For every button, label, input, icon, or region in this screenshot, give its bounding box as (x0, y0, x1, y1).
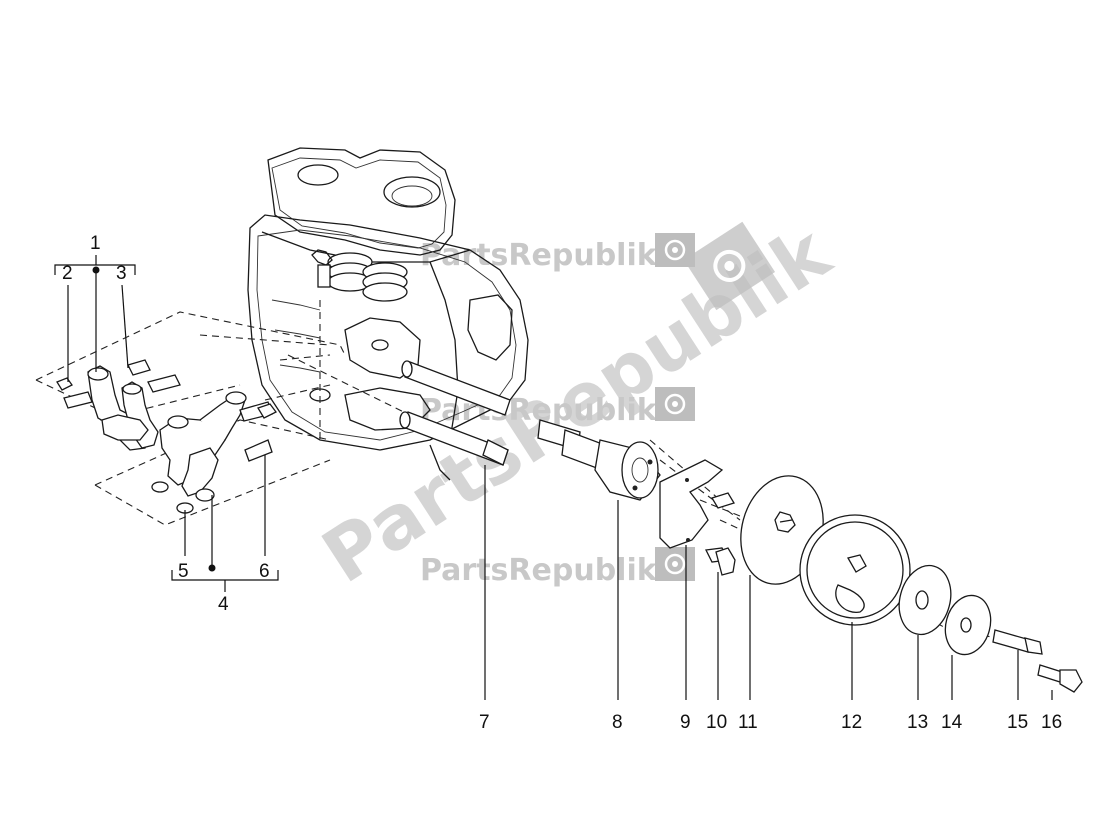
rocker-shafts (399, 360, 511, 466)
watermark-text-top: PartsRepublik (420, 238, 658, 273)
camshaft (537, 419, 661, 501)
callout-2: 2 (62, 263, 73, 284)
bolt-short (1037, 664, 1083, 693)
callout-6: 6 (259, 561, 270, 582)
watermark-gear-icon (655, 387, 695, 421)
washer (898, 564, 952, 636)
callout-4: 4 (218, 594, 229, 615)
callout-8: 8 (612, 712, 623, 733)
valve-spring (311, 249, 408, 302)
sprocket (799, 514, 911, 626)
washer (944, 594, 992, 656)
watermark-text-bottom: PartsRepublik (420, 553, 658, 588)
callout-1: 1 (90, 233, 101, 254)
watermark-text-middle: PartsRepublik (420, 393, 658, 428)
cylinder-head (247, 147, 529, 481)
leader-lines (54, 255, 1053, 700)
callout-13: 13 (907, 712, 928, 733)
callout-12: 12 (841, 712, 862, 733)
retaining-plate (659, 459, 735, 549)
callout-14: 14 (941, 712, 963, 733)
watermark-gear-icon (683, 221, 776, 311)
callout-16: 16 (1041, 712, 1062, 733)
callout-15: 15 (1007, 712, 1028, 733)
bolt (705, 547, 736, 576)
rocker-arm-assembly-lower (151, 391, 277, 514)
bolt-long (992, 629, 1043, 655)
watermark-gear-icon (655, 547, 695, 581)
callout-5: 5 (178, 561, 189, 582)
callout-9: 9 (680, 712, 691, 733)
callout-7: 7 (479, 712, 490, 733)
callout-labels: 1 2 3 4 5 6 7 8 9 10 11 12 13 14 15 16 (62, 233, 1062, 733)
callout-3: 3 (116, 263, 127, 284)
callout-10: 10 (706, 712, 727, 733)
callout-11: 11 (738, 712, 758, 733)
rocker-arm-assembly-upper (56, 359, 181, 451)
